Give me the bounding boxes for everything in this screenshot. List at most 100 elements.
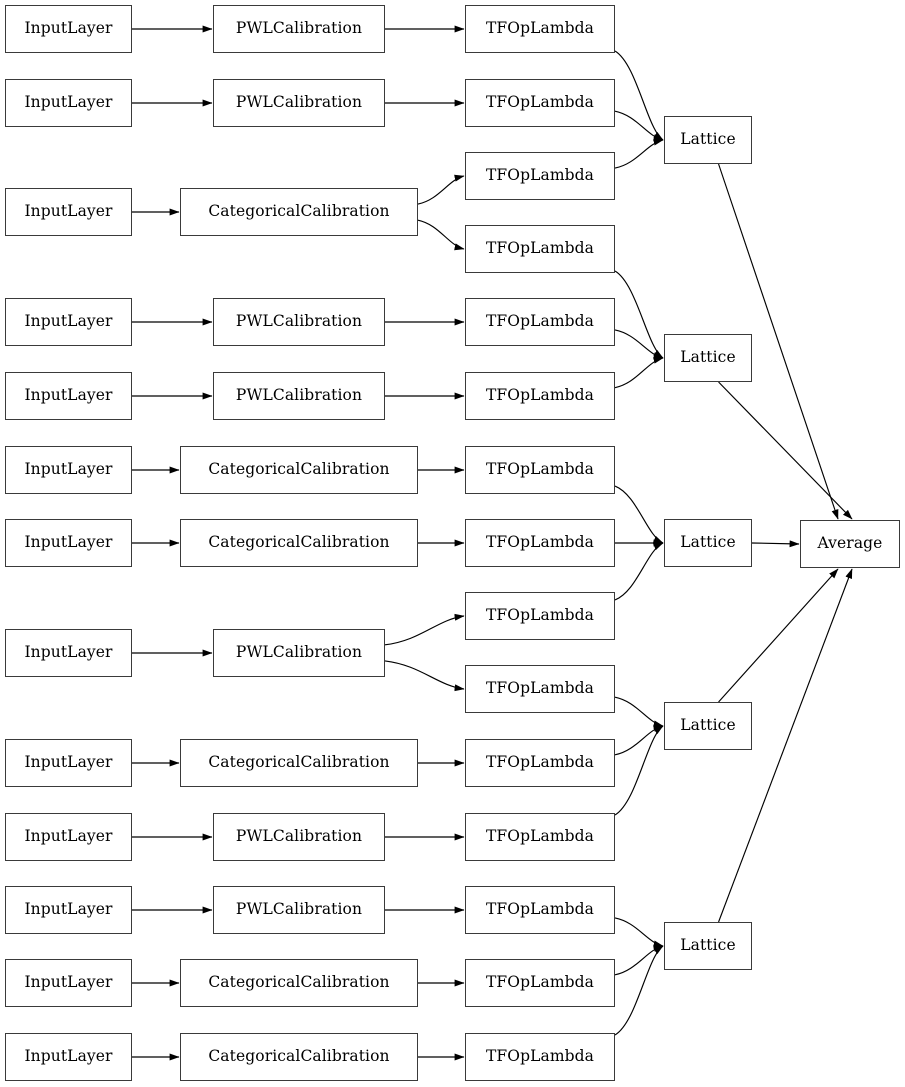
node-op5[interactable]: TFOpLambda bbox=[465, 298, 615, 346]
edge-cal3-to-op4 bbox=[417, 219, 465, 251]
node-label: TFOpLambda bbox=[485, 1047, 595, 1066]
node-lat1[interactable]: Lattice bbox=[664, 116, 752, 164]
node-lat4[interactable]: Lattice bbox=[664, 702, 752, 750]
node-in4[interactable]: InputLayer bbox=[5, 298, 132, 346]
node-cal9[interactable]: CategoricalCalibration bbox=[180, 739, 418, 787]
node-avg[interactable]: Average bbox=[800, 520, 900, 568]
node-op8[interactable]: TFOpLambda bbox=[465, 519, 615, 567]
node-in11[interactable]: InputLayer bbox=[5, 886, 132, 934]
edge-cal3-to-op3 bbox=[417, 174, 465, 205]
node-op14[interactable]: TFOpLambda bbox=[465, 959, 615, 1007]
node-label: InputLayer bbox=[24, 386, 113, 405]
node-cal11[interactable]: PWLCalibration bbox=[213, 886, 385, 934]
node-in1[interactable]: InputLayer bbox=[5, 5, 132, 53]
node-in2[interactable]: InputLayer bbox=[5, 79, 132, 127]
edge-cal8-to-op10 bbox=[384, 660, 465, 692]
node-op2[interactable]: TFOpLambda bbox=[465, 79, 615, 127]
node-label: TFOpLambda bbox=[485, 239, 595, 258]
node-in7[interactable]: InputLayer bbox=[5, 519, 132, 567]
node-label: CategoricalCalibration bbox=[208, 202, 390, 221]
node-label: InputLayer bbox=[24, 643, 113, 662]
node-op7[interactable]: TFOpLambda bbox=[465, 446, 615, 494]
node-label: InputLayer bbox=[24, 753, 113, 772]
edge-op6-to-lat2 bbox=[614, 356, 664, 389]
node-label: TFOpLambda bbox=[485, 533, 595, 552]
node-cal12[interactable]: CategoricalCalibration bbox=[180, 959, 418, 1007]
node-label: InputLayer bbox=[24, 973, 113, 992]
node-op13[interactable]: TFOpLambda bbox=[465, 886, 615, 934]
node-label: InputLayer bbox=[24, 19, 113, 38]
node-label: TFOpLambda bbox=[485, 827, 595, 846]
node-label: CategoricalCalibration bbox=[208, 533, 390, 552]
edge-op1-to-lat1 bbox=[614, 50, 664, 141]
node-cal13[interactable]: CategoricalCalibration bbox=[180, 1033, 418, 1081]
node-cal2[interactable]: PWLCalibration bbox=[213, 79, 385, 127]
edge-op14-to-lat5 bbox=[614, 944, 664, 976]
node-label: PWLCalibration bbox=[235, 643, 363, 662]
node-op10[interactable]: TFOpLambda bbox=[465, 665, 615, 713]
edge-lat3-to-avg bbox=[751, 540, 800, 548]
node-label: PWLCalibration bbox=[235, 900, 363, 919]
node-op4[interactable]: TFOpLambda bbox=[465, 225, 615, 273]
node-label: Lattice bbox=[680, 130, 736, 149]
node-label: InputLayer bbox=[24, 312, 113, 331]
node-label: TFOpLambda bbox=[485, 606, 595, 625]
node-in3[interactable]: InputLayer bbox=[5, 188, 132, 236]
node-op11[interactable]: TFOpLambda bbox=[465, 739, 615, 787]
node-label: CategoricalCalibration bbox=[208, 753, 390, 772]
node-lat3[interactable]: Lattice bbox=[664, 519, 752, 567]
node-label: PWLCalibration bbox=[235, 93, 363, 112]
node-op3[interactable]: TFOpLambda bbox=[465, 152, 615, 200]
edge-op5-to-lat2 bbox=[614, 329, 664, 360]
node-cal1[interactable]: PWLCalibration bbox=[213, 5, 385, 53]
node-label: PWLCalibration bbox=[235, 386, 363, 405]
edge-op9-to-lat3 bbox=[614, 542, 664, 601]
node-label: InputLayer bbox=[24, 827, 113, 846]
node-in6[interactable]: InputLayer bbox=[5, 446, 132, 494]
node-cal6[interactable]: CategoricalCalibration bbox=[180, 446, 418, 494]
node-label: InputLayer bbox=[24, 533, 113, 552]
edge-lat2-to-avg bbox=[718, 381, 853, 520]
edge-op4-to-lat2 bbox=[614, 270, 664, 359]
node-label: InputLayer bbox=[24, 1047, 113, 1066]
node-cal4[interactable]: PWLCalibration bbox=[213, 298, 385, 346]
node-label: TFOpLambda bbox=[485, 312, 595, 331]
node-cal5[interactable]: PWLCalibration bbox=[213, 372, 385, 420]
node-in10[interactable]: InputLayer bbox=[5, 813, 132, 861]
node-op15[interactable]: TFOpLambda bbox=[465, 1033, 615, 1081]
node-label: InputLayer bbox=[24, 900, 113, 919]
node-label: Lattice bbox=[680, 533, 736, 552]
node-label: TFOpLambda bbox=[485, 973, 595, 992]
node-cal10[interactable]: PWLCalibration bbox=[213, 813, 385, 861]
node-label: TFOpLambda bbox=[485, 753, 595, 772]
node-in9[interactable]: InputLayer bbox=[5, 739, 132, 787]
edge-cal8-to-op9 bbox=[384, 613, 465, 646]
node-label: CategoricalCalibration bbox=[208, 460, 390, 479]
node-in12[interactable]: InputLayer bbox=[5, 959, 132, 1007]
node-label: CategoricalCalibration bbox=[208, 973, 390, 992]
node-cal7[interactable]: CategoricalCalibration bbox=[180, 519, 418, 567]
node-cal3[interactable]: CategoricalCalibration bbox=[180, 188, 418, 236]
node-op9[interactable]: TFOpLambda bbox=[465, 592, 615, 640]
edge-op7-to-lat3 bbox=[614, 485, 664, 544]
node-op12[interactable]: TFOpLambda bbox=[465, 813, 615, 861]
node-cal8[interactable]: PWLCalibration bbox=[213, 629, 385, 677]
node-label: TFOpLambda bbox=[485, 900, 595, 919]
node-op1[interactable]: TFOpLambda bbox=[465, 5, 615, 53]
node-label: Average bbox=[817, 534, 883, 553]
node-in5[interactable]: InputLayer bbox=[5, 372, 132, 420]
node-op6[interactable]: TFOpLambda bbox=[465, 372, 615, 420]
node-in8[interactable]: InputLayer bbox=[5, 629, 132, 677]
node-lat5[interactable]: Lattice bbox=[664, 922, 752, 970]
node-label: InputLayer bbox=[24, 460, 113, 479]
edge-op11-to-lat4 bbox=[614, 724, 664, 756]
node-label: TFOpLambda bbox=[485, 679, 595, 698]
node-lat2[interactable]: Lattice bbox=[664, 334, 752, 382]
edge-op2-to-lat1 bbox=[614, 110, 664, 142]
node-label: PWLCalibration bbox=[235, 19, 363, 38]
node-in13[interactable]: InputLayer bbox=[5, 1033, 132, 1081]
edge-op10-to-lat4 bbox=[614, 696, 664, 728]
node-label: InputLayer bbox=[24, 202, 113, 221]
